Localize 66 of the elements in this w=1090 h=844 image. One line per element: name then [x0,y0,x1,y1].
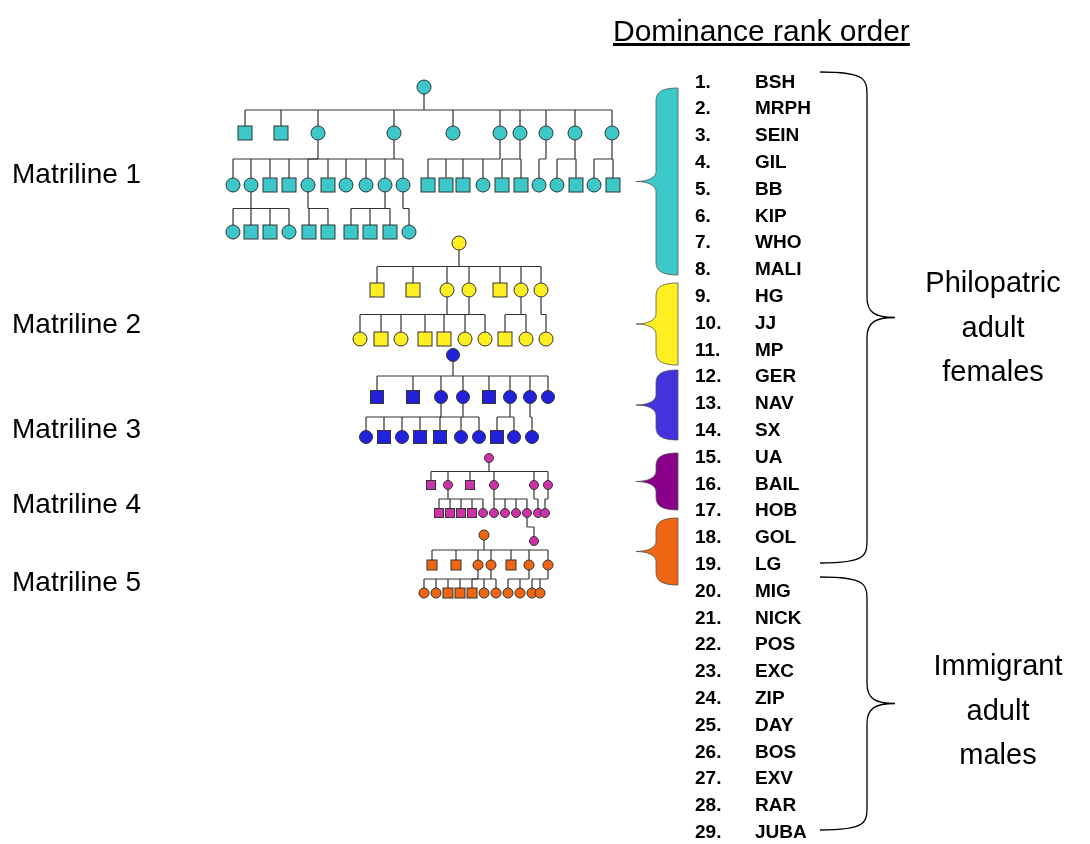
rank-number: 1. [695,70,711,93]
individual-name: ZIP [755,687,785,709]
rank-number: 12. [695,365,722,388]
individual-name: SEIN [755,124,800,147]
matriline-label: Matriline 2 [12,308,142,341]
rank-number: 6. [695,204,711,227]
group-label: Philopatric adult females [924,264,1062,390]
matriline-label: Matriline 3 [12,413,142,446]
individual-name: GOL [755,526,797,549]
individual-name: HG [755,285,784,307]
individual-name: BSH [755,70,796,93]
individual-name: NICK [755,606,802,629]
rank-number: 11. [695,338,721,361]
rank-number: 29. [695,821,722,843]
individual-name: GIL [755,151,787,173]
rank-number: 17. [695,499,722,522]
individual-name: GER [755,365,797,388]
rank-number: 8. [695,258,711,281]
individual-name: MP [755,338,784,361]
individual-name: JJ [755,311,777,334]
individual-name: POS [755,633,796,656]
rank-number: 13. [695,392,722,415]
individual-name: KIP [755,204,787,227]
individual-name: MALI [755,258,802,281]
individual-name: BOS [755,740,797,763]
individual-name: RAR [755,794,797,817]
rank-number: 5. [695,177,711,200]
rank-number: 28. [695,794,722,817]
rank-number: 22. [695,633,722,656]
individual-name: BAIL [755,472,800,495]
individual-name: BB [755,177,783,200]
rank-number: 21. [695,606,722,629]
rank-number: 9. [695,285,711,307]
rank-number: 2. [695,97,711,120]
individual-name: MRPH [755,97,811,120]
individual-name: MIG [755,579,791,602]
rank-number: 16. [695,472,722,495]
rank-number: 23. [695,660,722,683]
individual-name: EXC [755,660,795,683]
individual-name: NAV [755,392,794,415]
title: Dominance rank order [613,14,910,48]
individual-name: EXV [755,767,794,790]
individual-name: DAY [755,713,794,736]
rank-number: 25. [695,713,722,736]
individual-name: HOB [755,499,798,522]
individual-name: SX [755,419,781,441]
matriline-label: Matriline 5 [12,566,142,599]
rank-number: 27. [695,767,722,790]
individual-name: JUBA [755,821,807,843]
matriline-label: Matriline 4 [12,488,142,521]
rank-number: 26. [695,740,722,763]
rank-number: 20. [695,579,722,602]
rank-number: 24. [695,687,722,709]
rank-number: 14. [695,419,722,441]
individual-name: LG [755,553,782,575]
rank-number: 18. [695,526,722,549]
rank-number: 3. [695,124,711,147]
group-label: Immigrant adult males [932,647,1064,773]
individual-name: UA [755,445,783,468]
rank-number: 10. [695,311,722,334]
matriline-label: Matriline 1 [12,158,142,191]
rank-number: 19. [695,553,722,575]
rank-number: 4. [695,151,711,173]
rank-number: 15. [695,445,722,468]
individual-name: WHO [755,231,802,254]
rank-number: 7. [695,231,711,254]
